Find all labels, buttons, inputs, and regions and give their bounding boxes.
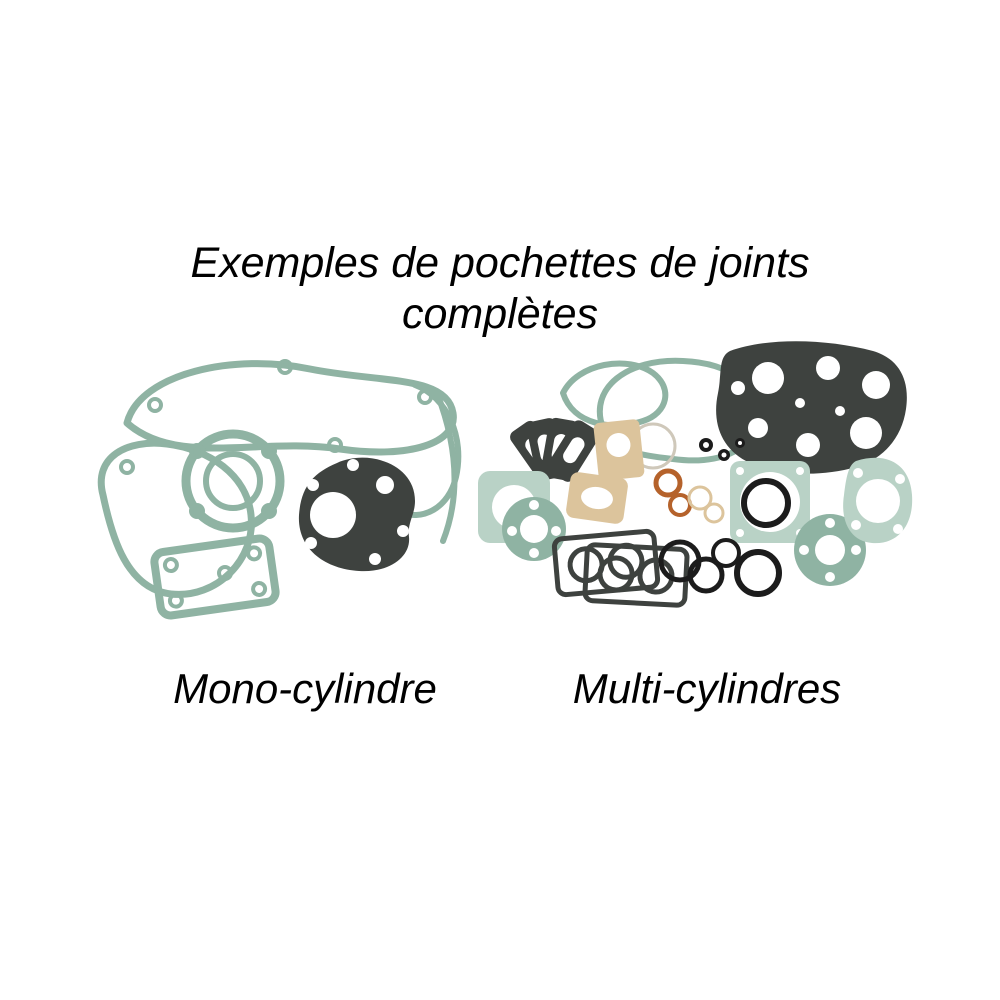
cylinder-base-gaskets-stack <box>551 528 690 608</box>
page-title: Exemples de pochettes de joints complète… <box>0 238 1000 340</box>
title-line-2: complètes <box>402 290 598 338</box>
round-head-gaskets-teal-left <box>478 471 566 561</box>
crankcase-half-gasket-outline <box>97 439 255 598</box>
crankcase-gasket-dark-large <box>716 341 907 474</box>
rubber-grommets-small <box>699 438 745 461</box>
exhaust-gasket-fan-dark <box>510 417 600 482</box>
multi-cylinder-gasket-kit-image <box>478 341 913 608</box>
copper-sealing-rings <box>653 468 692 517</box>
reed-valve-gasket-rectangle <box>150 534 280 620</box>
tan-paper-gaskets <box>566 419 645 524</box>
o-rings-black <box>658 478 791 597</box>
mono-cylinder-gasket-kit-image <box>97 359 462 620</box>
side-gasket-teal-far-right <box>843 457 913 544</box>
round-gasket-teal-right <box>794 514 866 586</box>
valve-cover-gasket-outline <box>123 359 457 456</box>
clutch-cover-gasket-dark <box>298 457 415 572</box>
paper-shim-rings <box>687 485 725 524</box>
cylinder-head-gasket-rings <box>181 429 285 533</box>
side-cover-gasket-outline <box>394 382 462 544</box>
caption-mono-cylindre: Mono-cylindre <box>173 665 437 712</box>
caption-multi-cylindres: Multi-cylindres <box>572 665 842 712</box>
title-line-1: Exemples de pochettes de joints <box>190 239 810 287</box>
